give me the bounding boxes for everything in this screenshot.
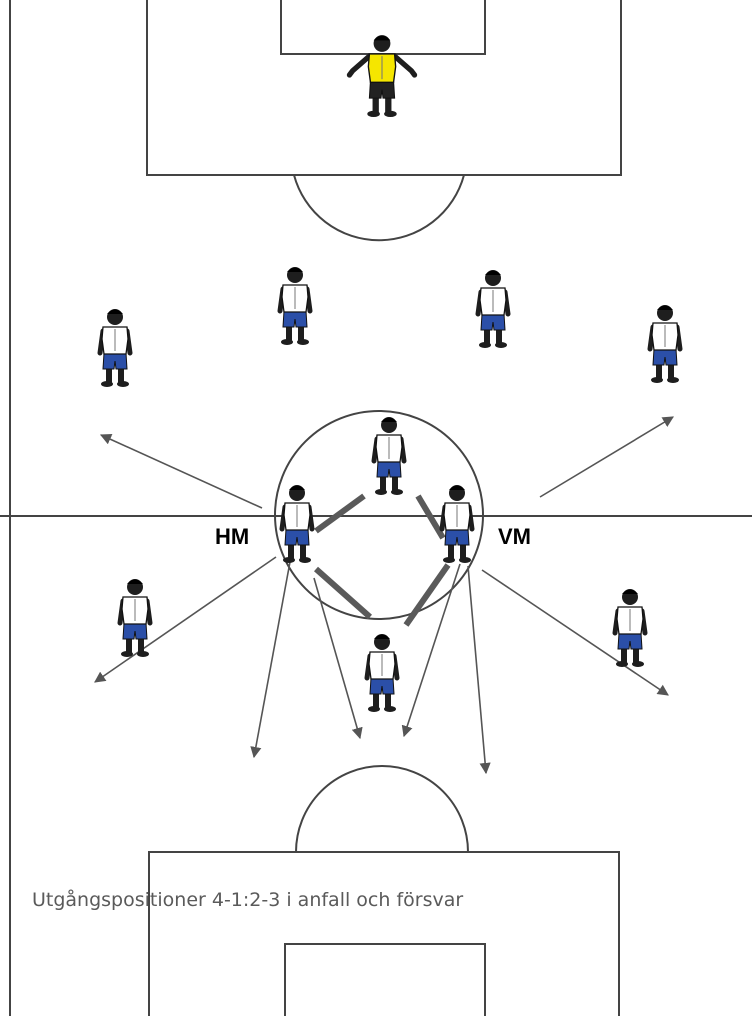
midfield-links	[314, 493, 451, 627]
arrow-line	[250, 561, 291, 759]
player-figure	[439, 485, 475, 563]
arrow-line	[539, 416, 674, 498]
movement-arrows	[94, 416, 674, 775]
player-figure	[277, 267, 313, 345]
link-line	[403, 563, 451, 627]
player-figure	[117, 579, 153, 657]
arrow-line	[99, 434, 263, 509]
center-circle	[274, 410, 484, 620]
arrow-line	[481, 569, 669, 696]
arrow-line	[313, 577, 363, 740]
link-line	[415, 494, 446, 540]
diagram-caption: Utgångspositioner 4-1:2-3 i anfall och f…	[32, 888, 463, 911]
goalkeeper-figure	[346, 35, 418, 117]
top-penalty-arc	[293, 174, 465, 242]
player-figure	[279, 485, 315, 563]
arrow-line	[401, 563, 461, 738]
player-figure	[647, 305, 683, 383]
players	[97, 35, 683, 712]
bottom-penalty-area	[148, 851, 620, 1016]
bottom-goal-area	[284, 943, 486, 1016]
label-hm: HM	[215, 524, 249, 549]
player-figure	[475, 270, 511, 348]
player-figure	[371, 417, 407, 495]
player-figure	[97, 309, 133, 387]
link-line	[314, 493, 366, 534]
label-vm: VM	[498, 524, 531, 549]
bottom-penalty-arc	[295, 765, 469, 853]
link-line	[314, 566, 372, 620]
player-figure	[364, 634, 400, 712]
top-penalty-area	[146, 0, 622, 176]
arrow-line	[467, 565, 491, 775]
player-figure	[612, 589, 648, 667]
arrow-line	[94, 556, 277, 683]
